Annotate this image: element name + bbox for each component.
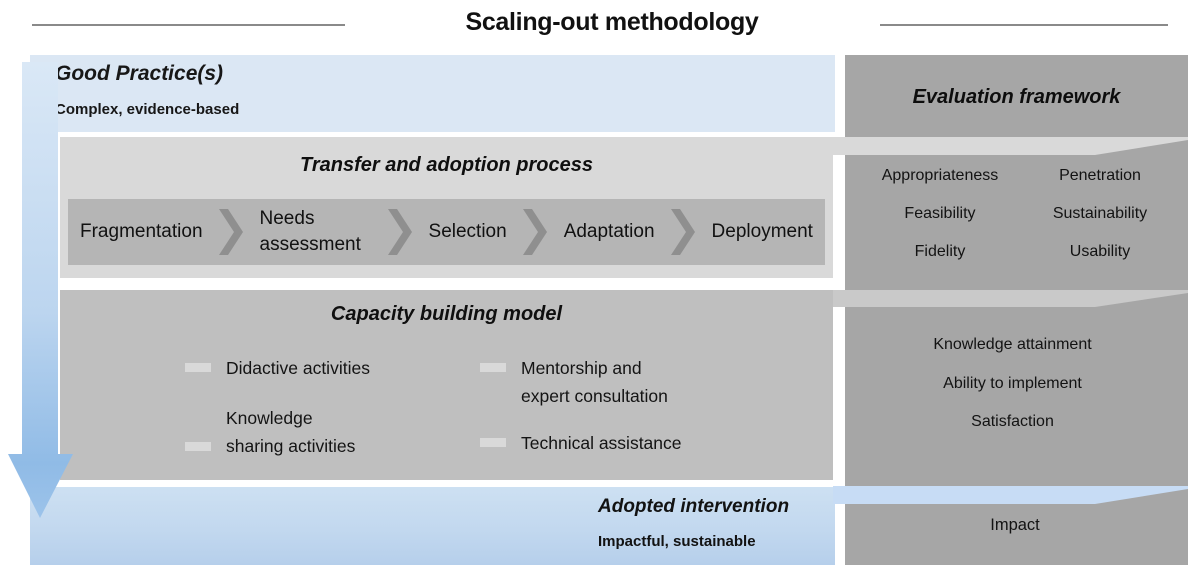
good-practice-title: Good Practice(s) xyxy=(55,62,224,85)
process-step: Deployment xyxy=(711,221,813,243)
adopted-intervention-band: Adopted intervention Impactful, sustaina… xyxy=(30,487,835,565)
good-practice-subtitle: Complex, evidence-based xyxy=(55,101,240,118)
capacity-item-label: Technical assistance xyxy=(521,433,682,453)
capacity-outcomes-list: Knowledge attainment Ability to implemen… xyxy=(845,333,1180,449)
outcome-label: Usability xyxy=(1069,243,1131,260)
transfer-outcomes-column-1: Appropriateness Feasibility Fidelity xyxy=(855,164,1025,278)
impact-label: Impact xyxy=(990,516,1040,534)
header-divider-right xyxy=(880,24,1168,26)
transfer-process-panel: Transfer and adoption process Fragmentat… xyxy=(60,137,833,278)
adopted-intervention-subtitle: Impactful, sustainable xyxy=(598,533,756,550)
outcome-label: Appropriateness xyxy=(881,167,999,184)
process-step: Needs assessment xyxy=(259,208,361,255)
outcome-label: Penetration xyxy=(1059,167,1141,184)
chevron-right-icon xyxy=(671,209,696,255)
flow-band-capacity-icon xyxy=(833,290,1188,307)
process-step: Adaptation xyxy=(563,221,655,243)
downward-flow-arrow-icon xyxy=(8,62,73,518)
dash-bullet-icon xyxy=(480,363,506,372)
header-divider-left xyxy=(32,24,345,26)
chevron-right-icon xyxy=(388,209,413,255)
flow-band-transfer-icon xyxy=(833,137,1188,155)
transfer-outcomes-column-2: Penetration Sustainability Usability xyxy=(1025,164,1175,278)
outcome-label: Sustainability xyxy=(1052,205,1148,222)
outcome-label: Knowledge attainment xyxy=(933,336,1092,353)
capacity-model-panel: Capacity building model Didactive activi… xyxy=(60,290,833,480)
chevron-right-icon xyxy=(219,209,244,255)
process-step: Selection xyxy=(428,221,507,243)
dash-bullet-icon xyxy=(185,363,211,372)
process-step: Fragmentation xyxy=(80,221,203,243)
good-practice-panel: Good Practice(s) Complex, evidence-based xyxy=(30,55,835,132)
capacity-item: Mentorship and expert consultation xyxy=(480,354,691,410)
evaluation-framework-title: Evaluation framework xyxy=(912,86,1121,108)
chevron-right-icon xyxy=(523,209,548,255)
capacity-item-label: Mentorship and expert consultation xyxy=(521,358,668,406)
dash-bullet-icon xyxy=(480,438,506,447)
outcome-label: Ability to implement xyxy=(943,374,1082,392)
dash-bullet-icon xyxy=(185,442,211,451)
capacity-item-label: Knowledge sharing activities xyxy=(226,408,356,456)
capacity-model-title: Capacity building model xyxy=(330,303,563,325)
capacity-item-label: Didactive activities xyxy=(226,358,370,378)
adopted-intervention-title: Adopted intervention xyxy=(598,496,790,517)
process-steps-row: Fragmentation Needs assessment Selection… xyxy=(68,199,825,265)
capacity-item: Knowledge sharing activities xyxy=(185,404,368,460)
outcome-label: Feasibility xyxy=(904,205,976,222)
capacity-item: Didactive activities xyxy=(185,354,370,382)
capacity-item: Technical assistance xyxy=(480,429,682,457)
outcome-label: Fidelity xyxy=(914,243,966,260)
flow-band-impact-icon xyxy=(833,486,1188,504)
outcome-label: Satisfaction xyxy=(971,413,1054,430)
transfer-process-title: Transfer and adoption process xyxy=(299,154,594,176)
page-title: Scaling-out methodology xyxy=(465,8,759,36)
